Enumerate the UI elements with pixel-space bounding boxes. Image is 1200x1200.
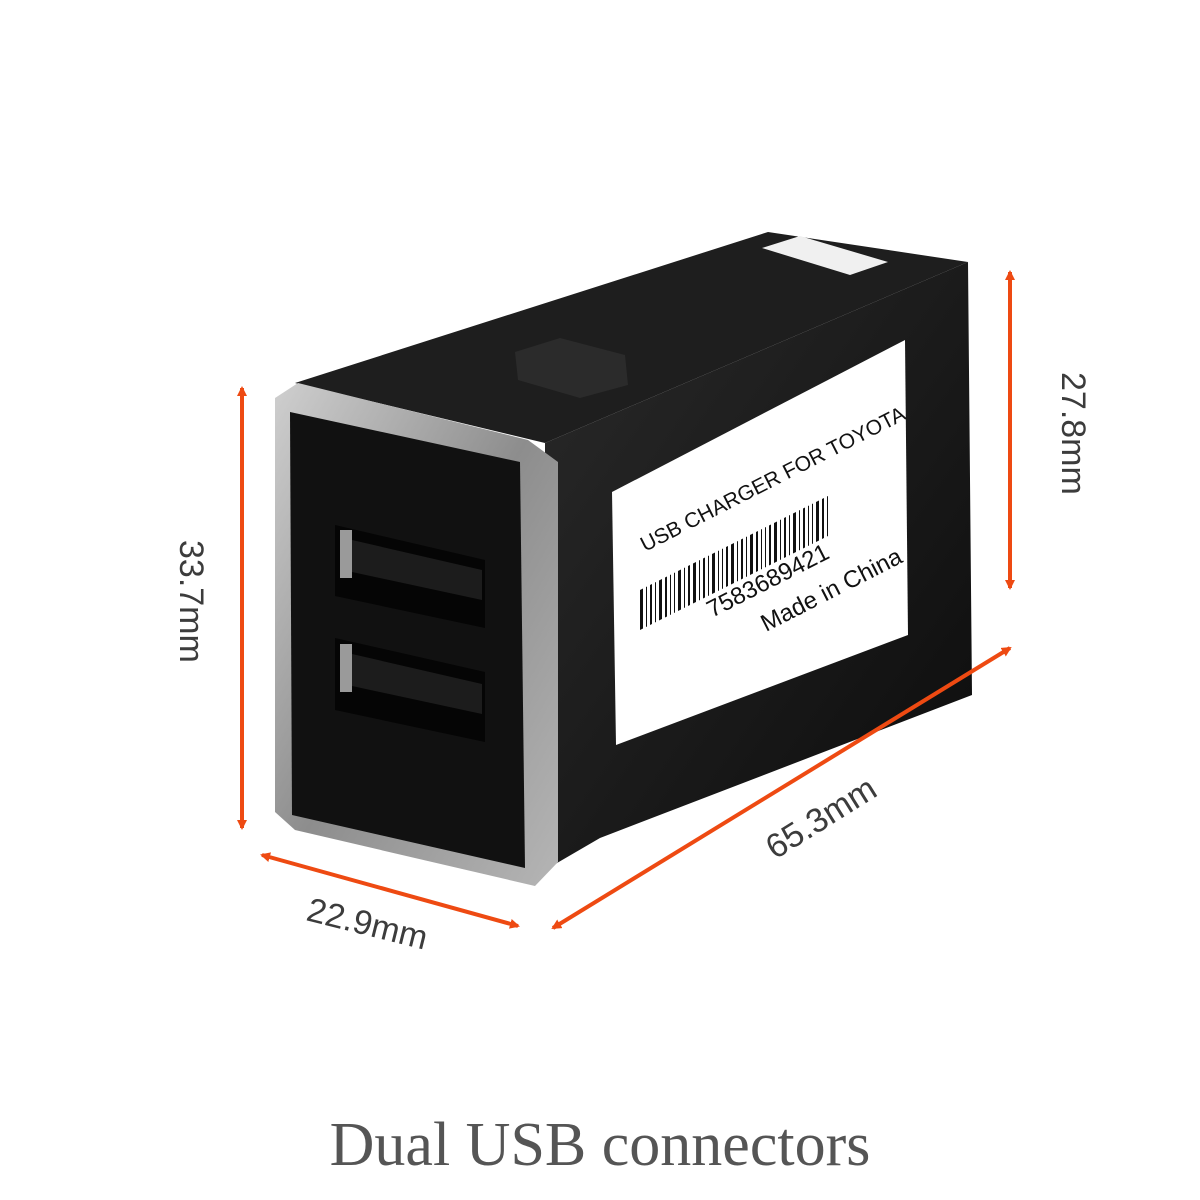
caption: Dual USB connectors: [329, 1111, 871, 1179]
barcode-bar: [678, 569, 681, 611]
barcode-bar: [699, 559, 700, 601]
front-face: [290, 412, 525, 868]
barcode-bar: [684, 567, 685, 608]
arrow-length: [551, 646, 1012, 930]
barcode-bar: [712, 552, 715, 594]
barcode-bar: [650, 583, 652, 625]
barcode-bar: [756, 530, 758, 572]
dim-width-front: 22.9mm: [303, 891, 431, 958]
product-label: [612, 340, 908, 745]
barcode-bar: [722, 548, 723, 589]
barcode-bar: [693, 561, 696, 604]
dim-height-rear: 27.8mm: [1054, 372, 1092, 495]
barcode-bar: [761, 528, 762, 570]
barcode-bar: [665, 576, 667, 618]
barcode: [640, 495, 828, 630]
barcode-bar: [674, 572, 675, 613]
barcode-bar: [793, 511, 796, 554]
barcode-bar: [827, 495, 828, 537]
barcode-bar: [726, 545, 728, 587]
barcode-bar: [746, 536, 747, 577]
barcode-bar: [822, 497, 824, 539]
module-top-face: [295, 232, 968, 443]
barcode-bar: [816, 500, 819, 542]
barcode-bar: [769, 524, 771, 566]
barcode-bar: [774, 521, 777, 563]
barcode-bar: [780, 519, 781, 560]
usb-port-bottom: [335, 638, 485, 742]
barcode-bar: [703, 557, 705, 599]
barcode-bar: [765, 526, 766, 568]
barcode-bar: [803, 507, 805, 549]
dim-length: 65.3mm: [759, 769, 883, 866]
barcode-bar: [670, 574, 671, 615]
barcode-bar: [688, 564, 690, 606]
barcode-bar: [718, 550, 719, 591]
barcode-bar: [655, 581, 656, 623]
barcode-bar: [799, 509, 800, 551]
barcode-bar: [808, 505, 809, 546]
barcode-bar: [812, 503, 813, 544]
barcode-bar: [789, 514, 790, 556]
barcode-bar: [708, 555, 709, 596]
rear-slot: [762, 236, 888, 275]
barcode-bar: [737, 540, 738, 582]
barcode-bar: [640, 588, 643, 630]
barcode-bar: [646, 586, 647, 627]
barcode-bar: [750, 533, 753, 575]
barcode-bar: [741, 538, 743, 580]
barcode-bar: [731, 542, 734, 585]
barcode-bar: [784, 516, 786, 558]
usb-port-top: [335, 525, 485, 628]
dim-height-front: 33.7mm: [172, 540, 210, 663]
arrow-width-front: [260, 852, 520, 929]
barcode-bar: [659, 578, 662, 621]
top-clip: [515, 338, 628, 398]
